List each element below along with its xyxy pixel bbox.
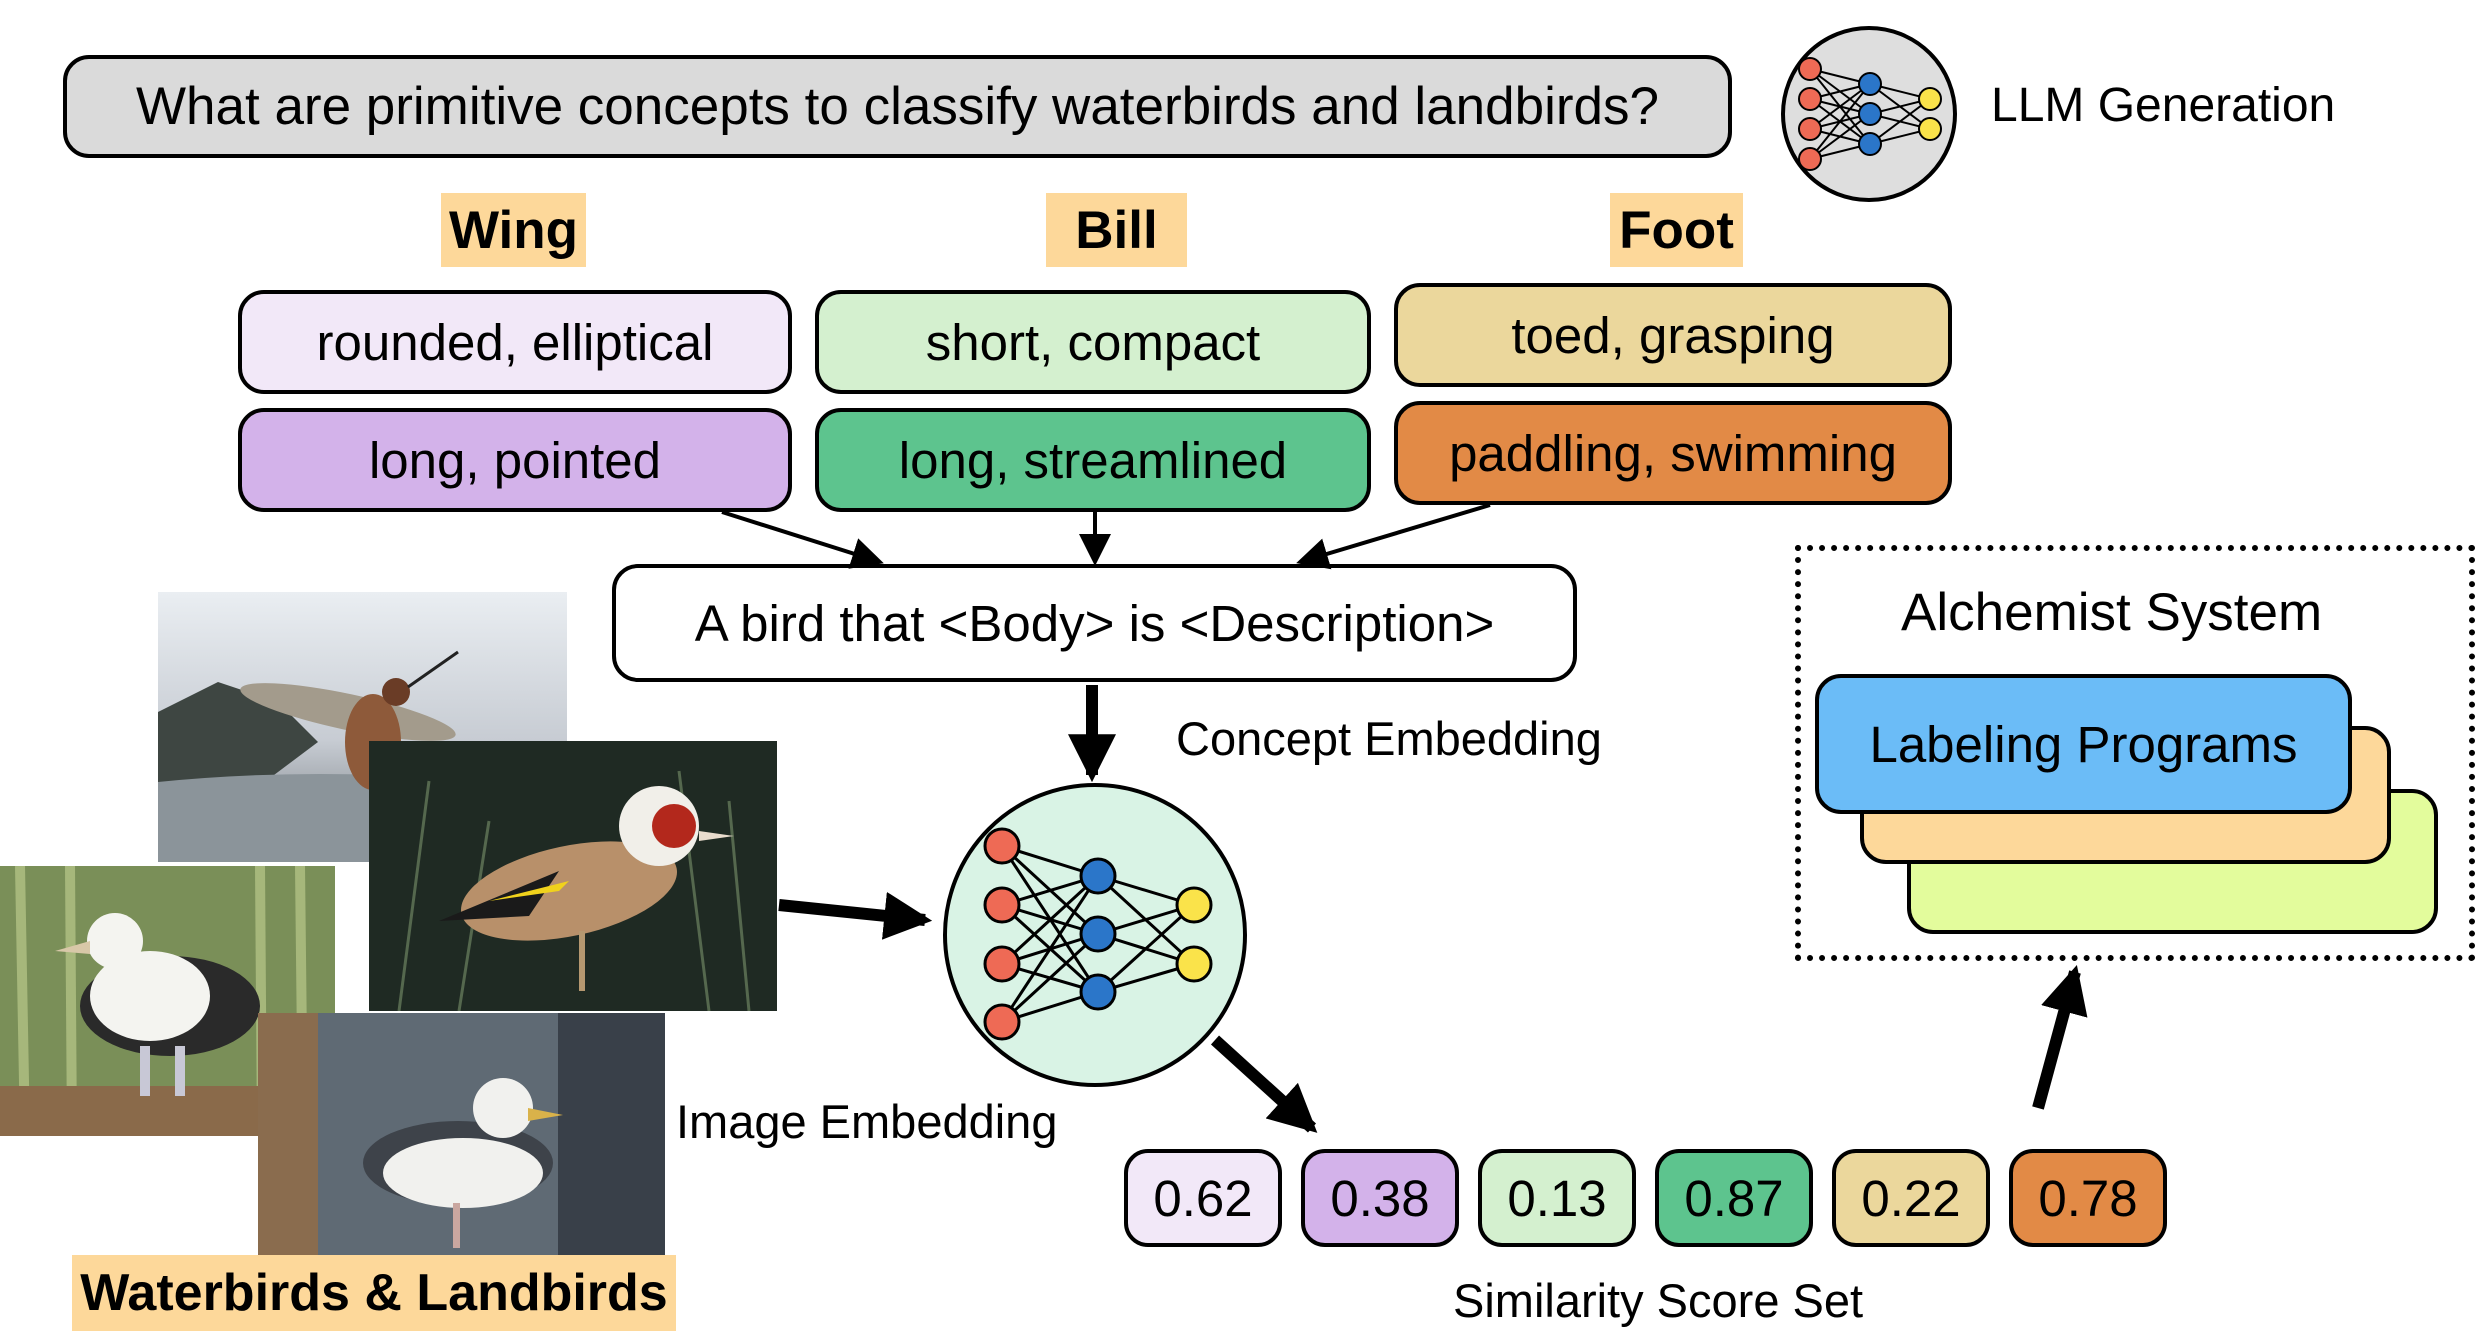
network-node	[1798, 147, 1822, 171]
alchemist-system-box	[1795, 545, 2475, 961]
network-node	[1079, 915, 1117, 953]
labeling-program-card-front: Labeling Programs	[1815, 674, 2352, 814]
network-node	[1798, 117, 1822, 141]
labeling-programs-label: Labeling Programs	[1869, 715, 2298, 773]
network-node	[983, 1003, 1021, 1041]
question-box: What are primitive concepts to classify …	[63, 55, 1732, 158]
similarity-score-1: 0.62	[1124, 1149, 1282, 1247]
similarity-score-4: 0.87	[1655, 1149, 1813, 1247]
network-node	[1918, 117, 1942, 141]
similarity-score-set-label: Similarity Score Set	[1453, 1274, 1864, 1327]
network-node	[1858, 132, 1882, 156]
network-node	[983, 886, 1021, 924]
arrow-scores-to-alchemist	[2032, 965, 2088, 1110]
body-part-header-foot: Foot	[1610, 193, 1743, 267]
template-box: A bird that <Body> is <Description>	[612, 564, 1577, 682]
network-node	[1798, 87, 1822, 111]
network-node	[1079, 973, 1117, 1011]
concept-embedding-label: Concept Embedding	[1176, 712, 1602, 765]
network-node	[1175, 886, 1213, 924]
llm-generation-label: LLM Generation	[1991, 79, 2336, 132]
description-foot-paddling: paddling, swimming	[1394, 401, 1952, 505]
network-edge	[1869, 98, 1931, 145]
description-wing-long: long, pointed	[238, 408, 792, 512]
similarity-score-3: 0.13	[1478, 1149, 1636, 1247]
description-foot-toed: toed, grasping	[1394, 283, 1952, 387]
dataset-label: Waterbirds & Landbirds	[72, 1255, 676, 1331]
similarity-score-5: 0.22	[1832, 1149, 1990, 1247]
alchemist-system-title: Alchemist System	[1901, 583, 2323, 642]
network-edge	[1000, 875, 1100, 1023]
description-bill-long: long, streamlined	[815, 408, 1371, 512]
similarity-score-6: 0.78	[2009, 1149, 2167, 1247]
description-bill-short: short, compact	[815, 290, 1371, 394]
network-node	[1918, 87, 1942, 111]
network-edge	[1809, 83, 1871, 130]
network-node	[1858, 102, 1882, 126]
question-text: What are primitive concepts to classify …	[136, 77, 1659, 136]
arrow-foot-to-template	[1296, 503, 1491, 570]
network-node	[983, 945, 1021, 983]
network-edge	[1809, 83, 1871, 160]
bird-photo-gull	[258, 1013, 665, 1261]
description-wing-rounded: rounded, elliptical	[238, 290, 792, 394]
template-text: A bird that <Body> is <Description>	[694, 594, 1495, 652]
network-edge	[1000, 874, 1100, 966]
similarity-score-2: 0.38	[1301, 1149, 1459, 1247]
body-part-header-wing: Wing	[441, 193, 586, 267]
network-node	[983, 827, 1021, 865]
network-edge	[1000, 932, 1100, 1024]
network-edge	[1096, 903, 1196, 994]
image-embedding-label: Image Embedding	[676, 1095, 1058, 1148]
embedding-network-icon	[935, 780, 1255, 1090]
network-node	[1858, 72, 1882, 96]
llm-network-icon	[1766, 23, 1972, 205]
network-edge	[1809, 113, 1871, 160]
network-node	[1798, 57, 1822, 81]
arrow-images-to-network	[778, 891, 933, 940]
network-node	[1079, 857, 1117, 895]
bird-photo-goldfinch	[369, 741, 777, 1011]
arrow-wing-to-template	[721, 510, 884, 569]
body-part-header-bill: Bill	[1046, 193, 1187, 267]
network-node	[1175, 945, 1213, 983]
